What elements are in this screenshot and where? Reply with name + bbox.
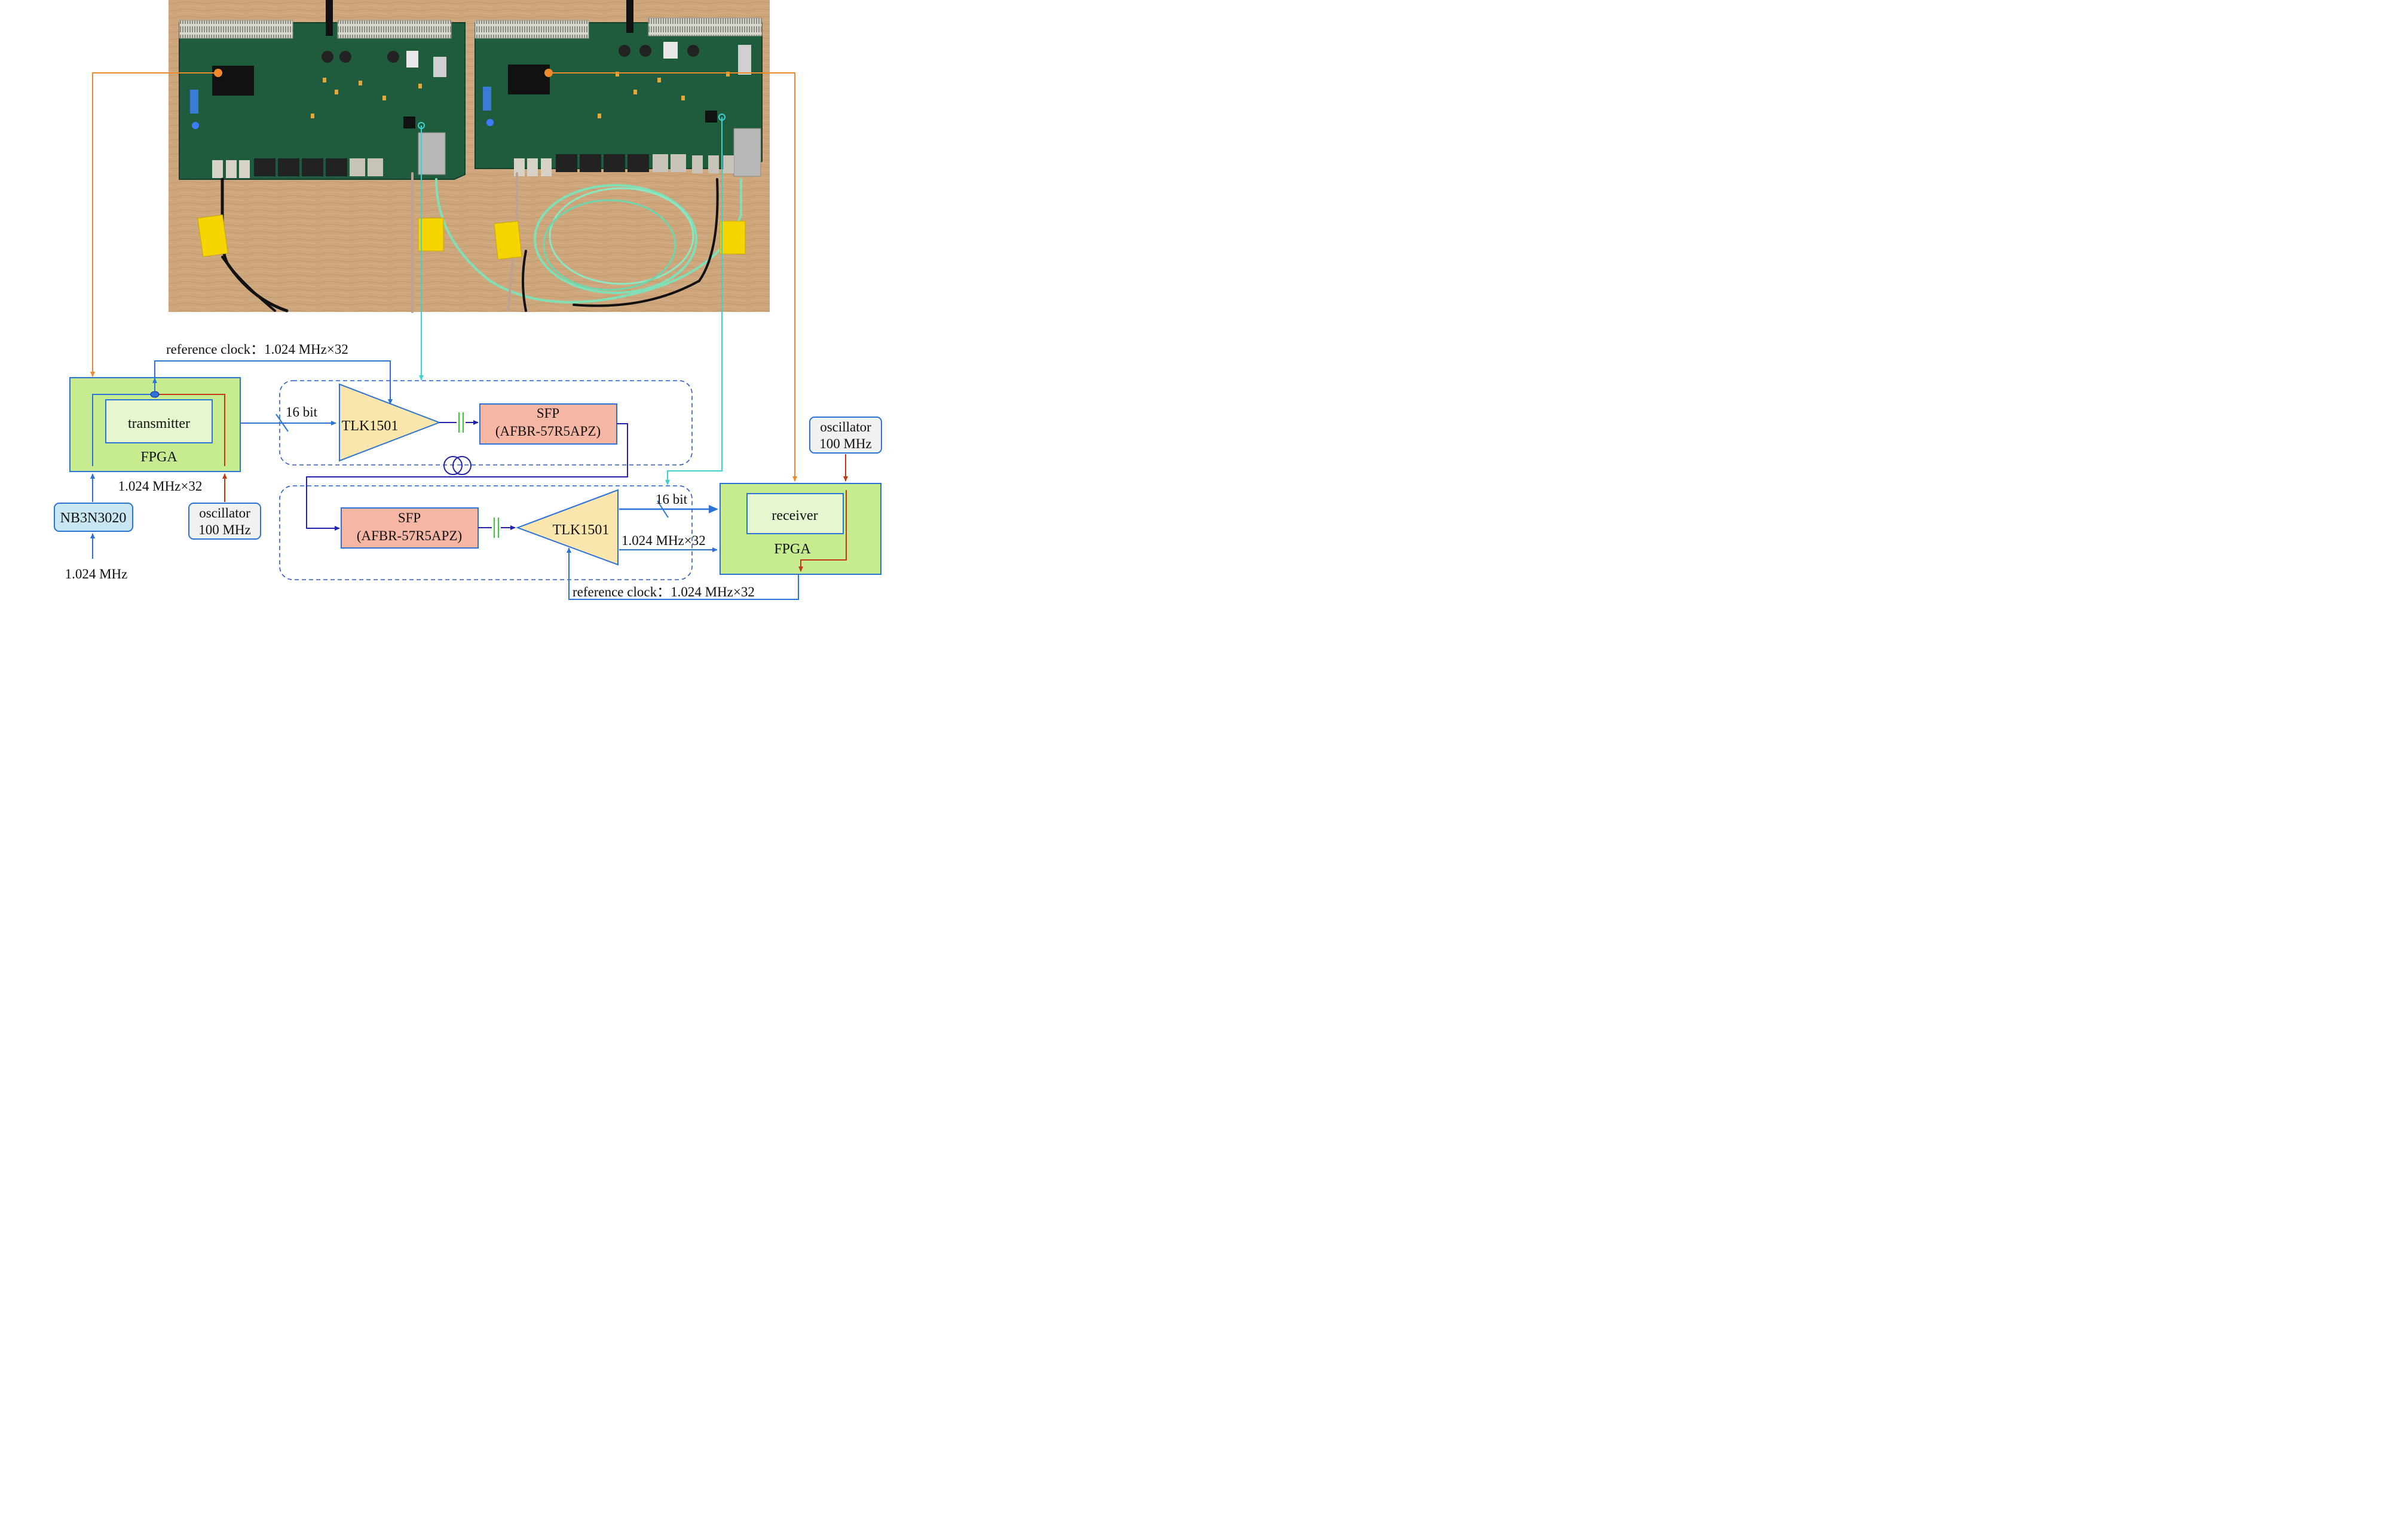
tx-bus-slash [275,414,289,432]
rx-bits-label: 16 bit [656,492,688,507]
tx-internal-osc-path [155,394,225,466]
receiver-board [475,17,763,177]
fpga-rx-label: FPGA [774,541,811,557]
nb3n3020-box [54,503,133,532]
cables [221,172,742,313]
fpga-tx-label: FPGA [140,449,177,465]
oscillator-tx-line1: oscillator [199,506,250,521]
fiber-link [306,423,628,531]
fiber-coil-right [452,456,472,475]
sfp-rx-box [341,507,479,549]
cyan-link-rx [665,117,723,485]
clock-node [150,391,160,398]
system-diagram: transmitter FPGA reference clock：1.024 M… [54,0,882,600]
oscillator-rx-line1: oscillator [820,420,871,434]
tx-internal-clock-path [92,394,155,466]
fiber-coil-left [443,456,463,475]
rx-module-group [279,485,693,580]
transmitter-label: transmitter [128,416,190,431]
ref-clock-top-label: reference clock：1.024 MHz×32 [166,342,348,357]
transmitter-board [179,20,466,180]
nb3n3020-label: NB3N3020 [60,510,127,526]
ref-clock-bottom-line [567,547,799,600]
sfp-tx-line1: SFP [537,406,559,421]
cyan-dot-rx [718,114,725,121]
dip-switch [190,90,198,114]
tx-clock-label: 1.024 MHz×32 [118,479,203,494]
sfp-cage [418,132,446,175]
sfp-rx-line2: (AFBR-57R5APZ) [357,528,462,543]
rx-clock-label: 1.024 MHz×32 [622,533,706,548]
rx-internal-osc-path [798,490,847,572]
ref-clock-bottom-label: reference clock：1.024 MHz×32 [573,584,755,599]
oscillator-rx-line2: 100 MHz [819,436,872,451]
tx-bits-label: 16 bit [286,405,318,420]
orange-link-rx [549,72,797,482]
transmitter-box [105,399,213,443]
input-freq-label: 1.024 MHz [65,567,128,581]
oscillator-tx-box [188,503,261,540]
figure: transmitter FPGA reference clock：1.024 M… [0,0,937,601]
tlk-rx-label: TLK1501 [553,522,610,538]
rx-bus-slash [657,500,669,518]
orange-dot-rx [544,69,553,77]
hardware-photo [169,0,770,313]
cable-tags [197,214,746,260]
ref-clock-top-line [154,360,393,405]
photo-connectors [90,69,797,485]
status-led [192,122,199,129]
tlk-rx-triangle [516,489,619,566]
tlk-tx-triangle [339,383,441,462]
pin-header-right [337,20,452,39]
oscillator-tx-line2: 100 MHz [198,522,251,537]
receiver-label: receiver [772,508,818,523]
pin-header-left [179,20,293,39]
receiver-box [746,493,844,534]
cyan-dot-tx [418,122,425,129]
orange-dot-tx [214,69,222,77]
oscillator-rx-box [809,417,882,454]
sfp-rx-line1: SFP [398,510,421,525]
tlk-tx-label: TLK1501 [342,418,399,434]
orange-link-tx [90,72,218,377]
sfp-tx-line2: (AFBR-57R5APZ) [495,424,601,439]
